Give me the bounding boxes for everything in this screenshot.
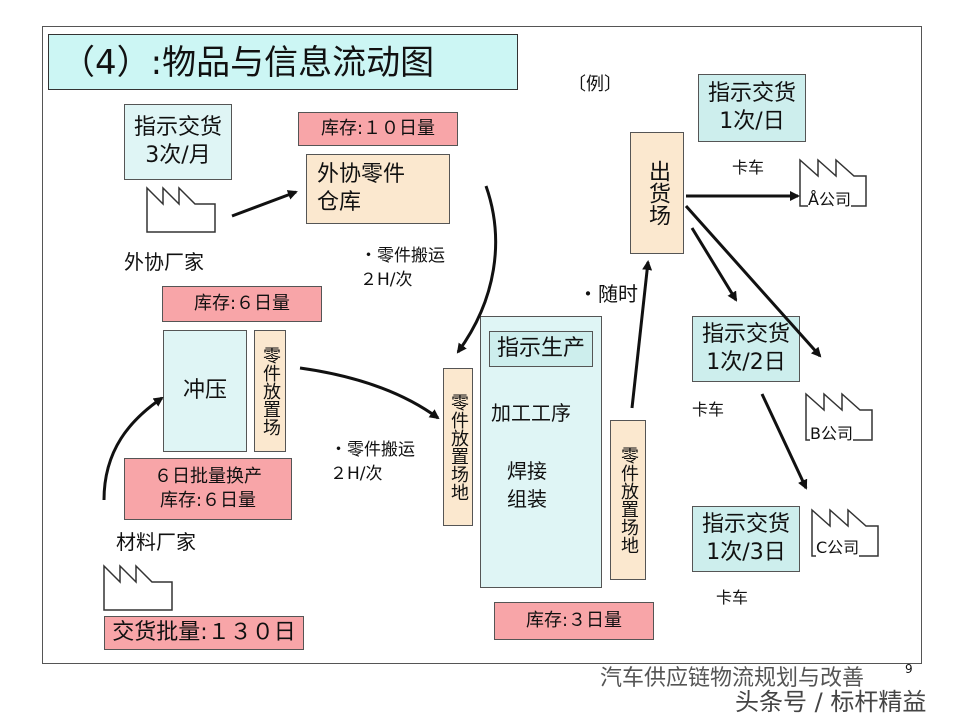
truck-a-label: 卡车	[732, 158, 765, 177]
watermark-line-1: 汽车供应链物流规划与改善	[600, 666, 865, 691]
company-c-label: C公司	[816, 534, 860, 558]
stock-6-days-box: 库存:６日量	[162, 286, 322, 322]
truck-c-label: 卡车	[716, 588, 749, 607]
material-factory-icon	[103, 564, 173, 611]
supplier-order-box: 指示交货 3次/月	[124, 104, 232, 180]
carry-note-2: ・零件搬运 ２H/次	[330, 440, 415, 484]
parts-yard-1-box: 零件放置场	[254, 330, 286, 452]
assemble-label: 组装	[507, 487, 547, 511]
order-b-box: 指示交货 1次/2日	[692, 316, 800, 382]
batch-change-box: ６日批量换产 库存:６日量	[124, 458, 292, 520]
company-b-label: B公司	[810, 420, 853, 444]
process-area-box: 指示生产 加工工序 焊接 组装	[480, 316, 602, 588]
parts-yard-2-box: 零件放置场地	[443, 368, 473, 526]
stock-3-days-box: 库存:３日量	[494, 602, 654, 640]
shipping-area-box: 出货场	[630, 132, 684, 254]
page-number: 9	[905, 662, 913, 676]
watermark-line-2: 头条号 / 标杆精益	[735, 688, 927, 716]
parts-yard-3-box: 零件放置场地	[610, 420, 646, 580]
slide-frame	[42, 26, 922, 664]
carry-note-1: ・零件搬运 ２H/次	[360, 246, 445, 290]
outsource-factory-icon	[146, 186, 216, 233]
example-tag: 〔例〕	[568, 74, 622, 95]
delivery-lot-box: 交货批量:１３０日	[104, 616, 304, 650]
order-c-box: 指示交货 1次/3日	[692, 506, 800, 572]
material-supplier-label: 材料厂家	[116, 530, 196, 554]
production-order-box: 指示生产	[489, 331, 593, 367]
stamping-box: 冲压	[163, 330, 247, 452]
stock-10-days-box: 库存:１０日量	[298, 112, 458, 146]
process-label: 加工工序	[491, 401, 571, 425]
outsource-factory-label: 外协厂家	[124, 250, 204, 274]
outsource-warehouse-box: 外协零件 仓库	[306, 154, 450, 224]
weld-label: 焊接	[507, 459, 547, 483]
company-a-label: Å公司	[808, 186, 851, 210]
page-title: （4）:物品与信息流动图	[48, 34, 518, 90]
order-a-box: 指示交货 1次/日	[698, 74, 806, 142]
truck-b-label: 卡车	[692, 400, 725, 419]
anytime-label: ・随时	[578, 282, 638, 306]
